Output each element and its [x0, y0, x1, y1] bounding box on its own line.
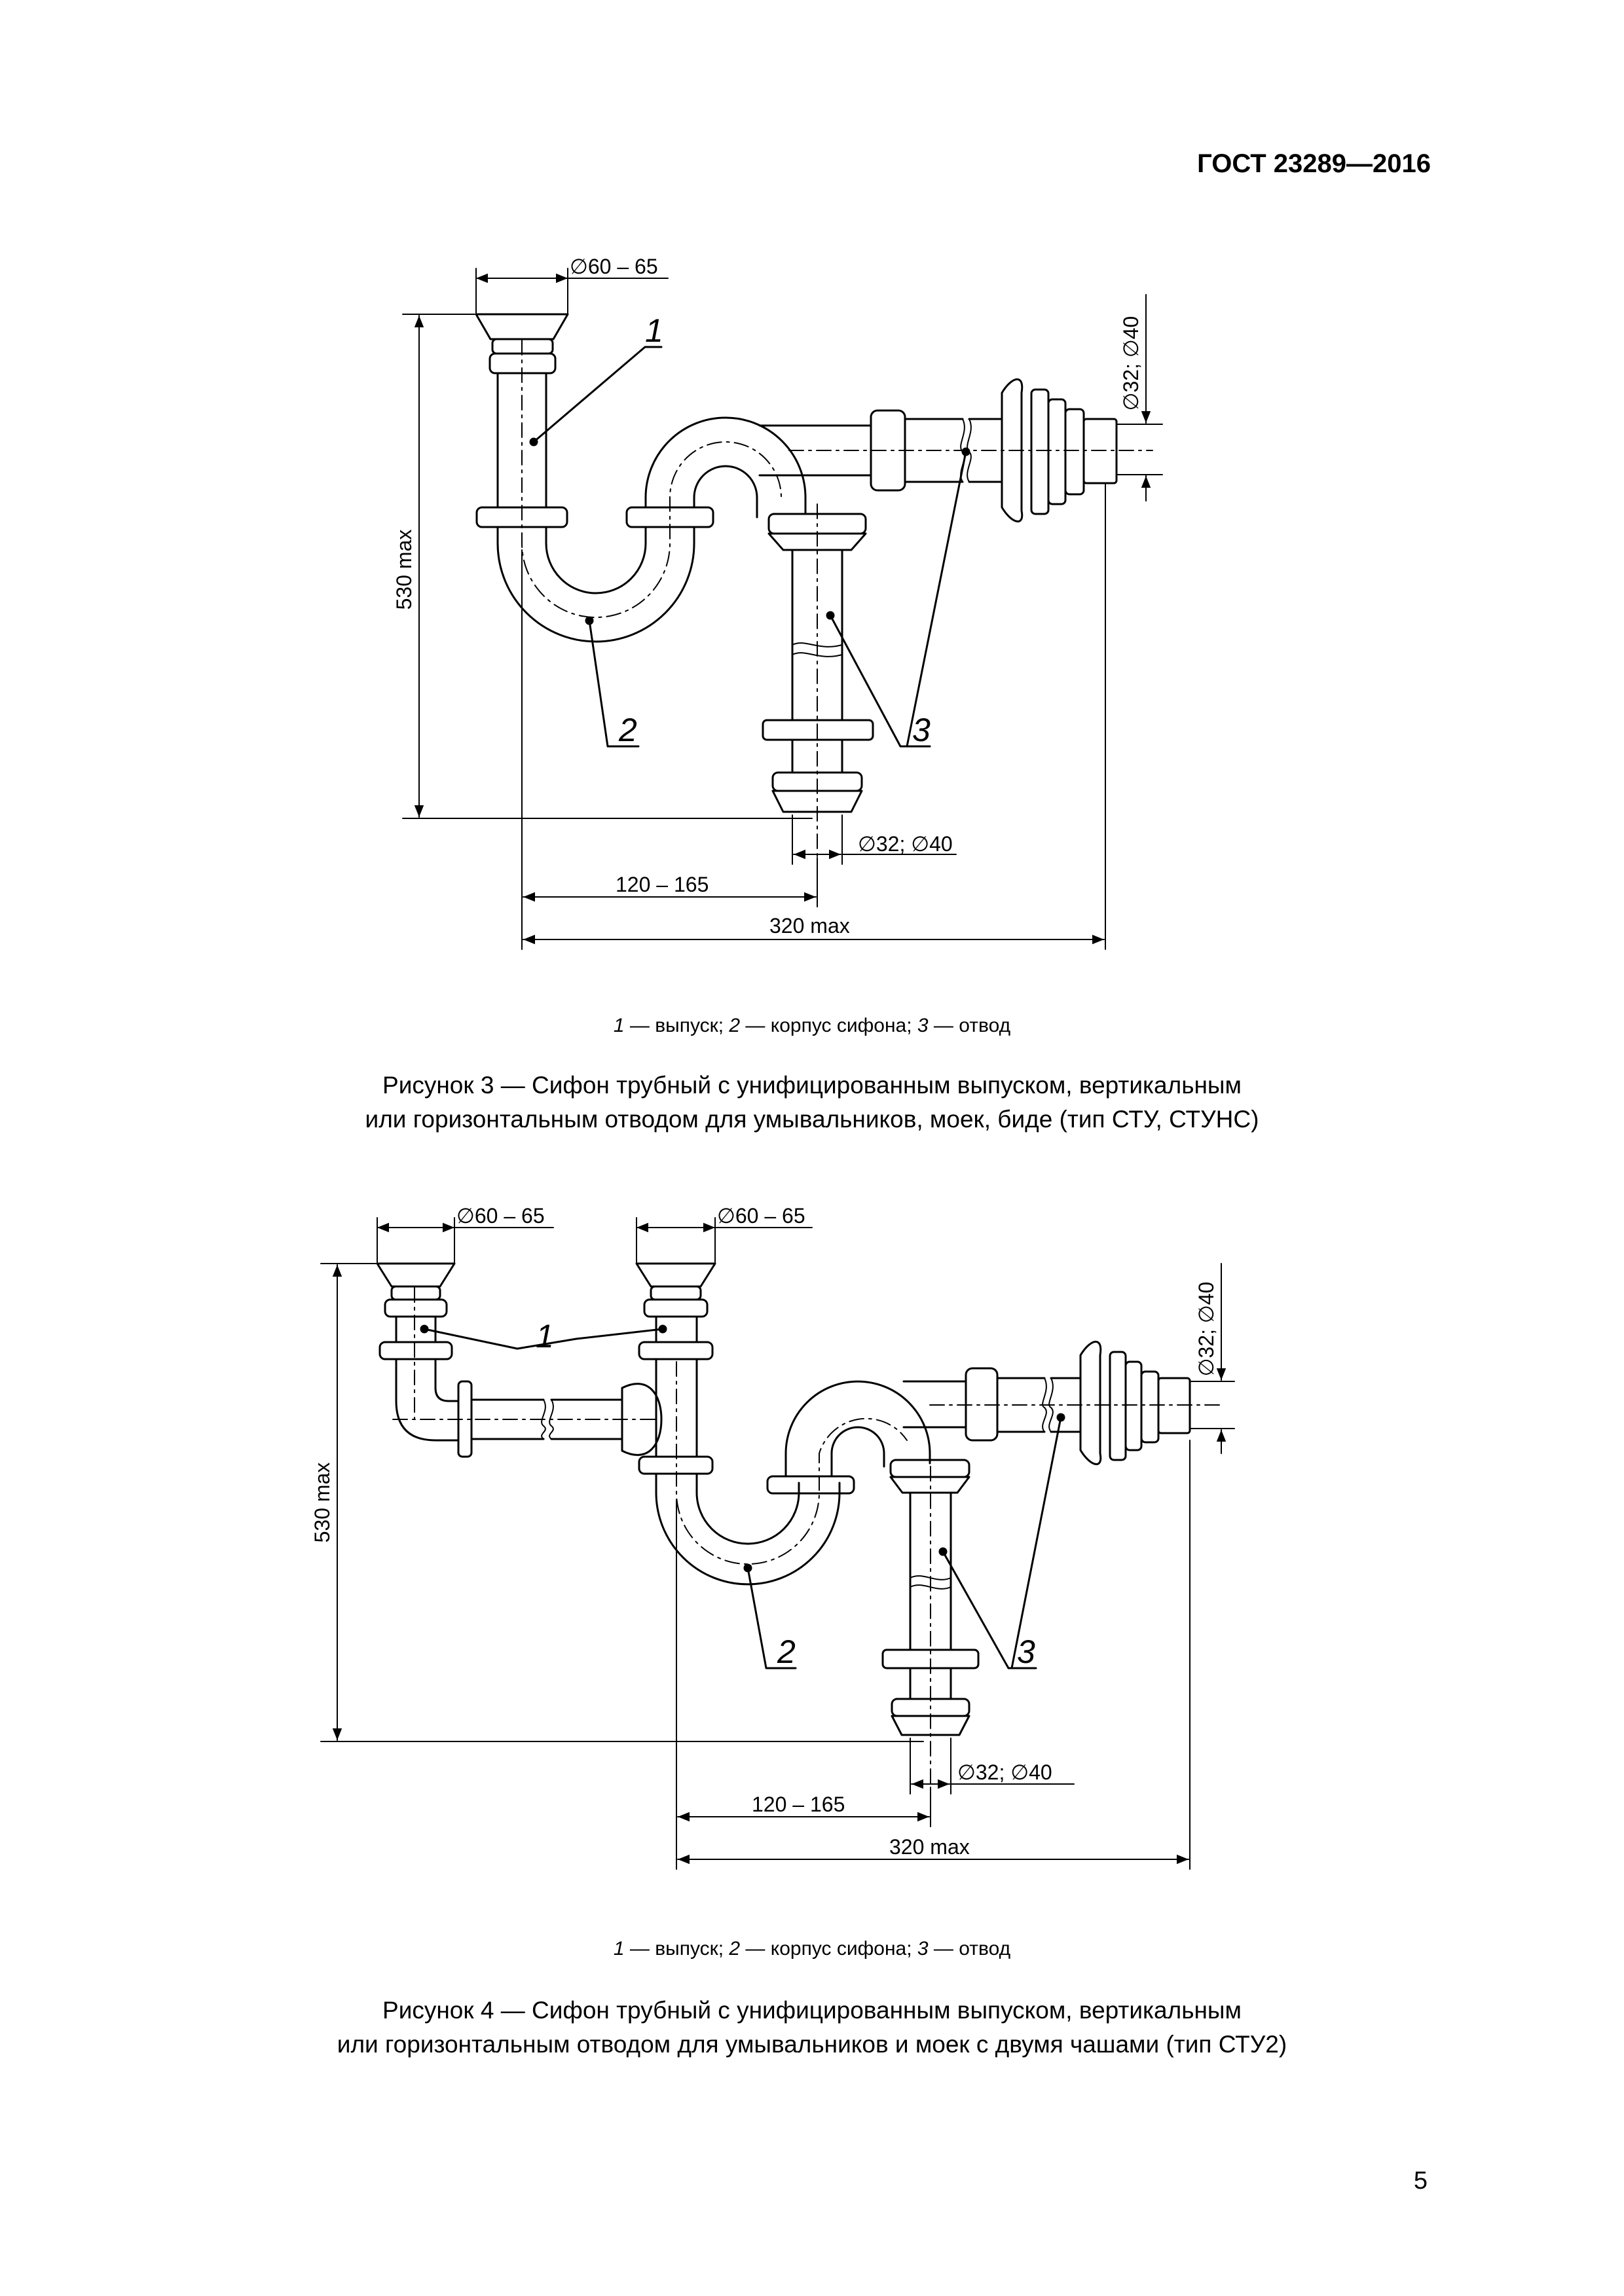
fig4-label-2: 2 — [777, 1633, 796, 1670]
fig3-offset-label: 120 – 165 — [616, 873, 709, 896]
fig4-label-3: 3 — [1017, 1633, 1035, 1670]
fig3-side-diameter-label: ∅32; ∅40 — [1119, 316, 1143, 411]
fig3-top-diameter-label: ∅60 – 65 — [570, 255, 658, 278]
fig3-label-3: 3 — [912, 712, 931, 748]
figure-3-drawing: ∅60 – 65 ∅32; ∅40 120 – 165 320 max 530 … — [392, 255, 1163, 950]
fig4-width-label: 320 max — [889, 1835, 970, 1859]
fig3-label-1: 1 — [645, 312, 663, 349]
fig3-caption: Рисунок 3 — Сифон трубный с унифицирован… — [365, 1072, 1259, 1133]
fig4-height-label: 530 max — [310, 1463, 334, 1543]
fig4-side-diameter-label: ∅32; ∅40 — [1194, 1282, 1218, 1377]
standard-header: ГОСТ 23289—2016 — [1197, 149, 1431, 178]
fig3-label-2: 2 — [618, 712, 637, 748]
fig3-bottom-diameter-label: ∅32; ∅40 — [858, 832, 953, 856]
fig4-label-1: 1 — [536, 1318, 554, 1355]
fig4-top-diameter-left-label: ∅60 – 65 — [456, 1204, 545, 1228]
fig4-top-diameter-right-label: ∅60 – 65 — [717, 1204, 805, 1228]
fig4-caption: Рисунок 4 — Сифон трубный с унифицирован… — [337, 1997, 1287, 2058]
fig3-width-label: 320 max — [769, 914, 850, 938]
page-number: 5 — [1413, 2167, 1428, 2195]
fig4-legend: 1 — выпуск; 2 — корпус сифона; 3 — отвод — [613, 1938, 1011, 1959]
figure-4-drawing: ∅60 – 65 ∅60 – 65 ∅32; ∅40 120 – 165 320… — [310, 1204, 1235, 1870]
fig4-bottom-diameter-label: ∅32; ∅40 — [957, 1760, 1052, 1784]
fig3-height-label: 530 max — [392, 530, 416, 610]
fig3-legend: 1 — выпуск; 2 — корпус сифона; 3 — отвод — [613, 1015, 1011, 1036]
fig4-offset-label: 120 – 165 — [752, 1793, 845, 1816]
